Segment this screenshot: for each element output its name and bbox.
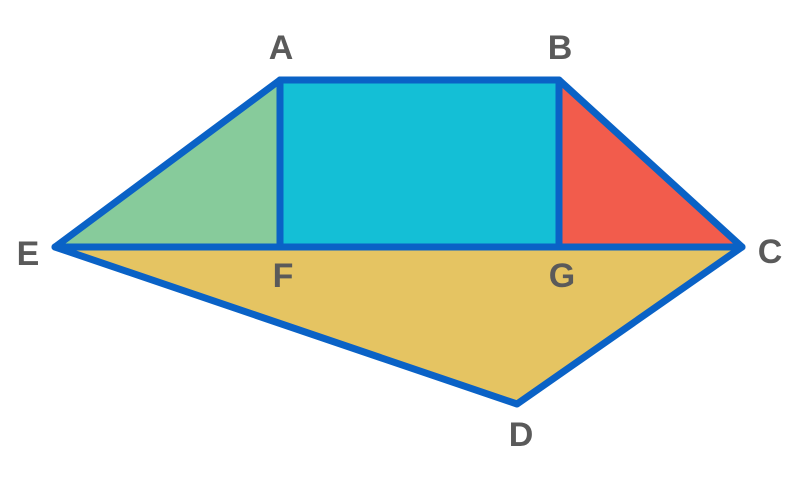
vertex-label-f: F [273,257,294,295]
vertex-label-e: E [17,235,40,273]
region-ecd [51,243,746,408]
vertex-label-g: G [549,257,575,295]
triangle-eaf [51,76,284,251]
triangle-bcg [555,76,746,251]
vertex-label-d: D [509,416,534,454]
vertex-label-c: C [758,233,783,271]
vertex-label-a: A [269,29,294,67]
rectangle-abgf [276,76,563,251]
vertex-label-b: B [548,29,573,67]
